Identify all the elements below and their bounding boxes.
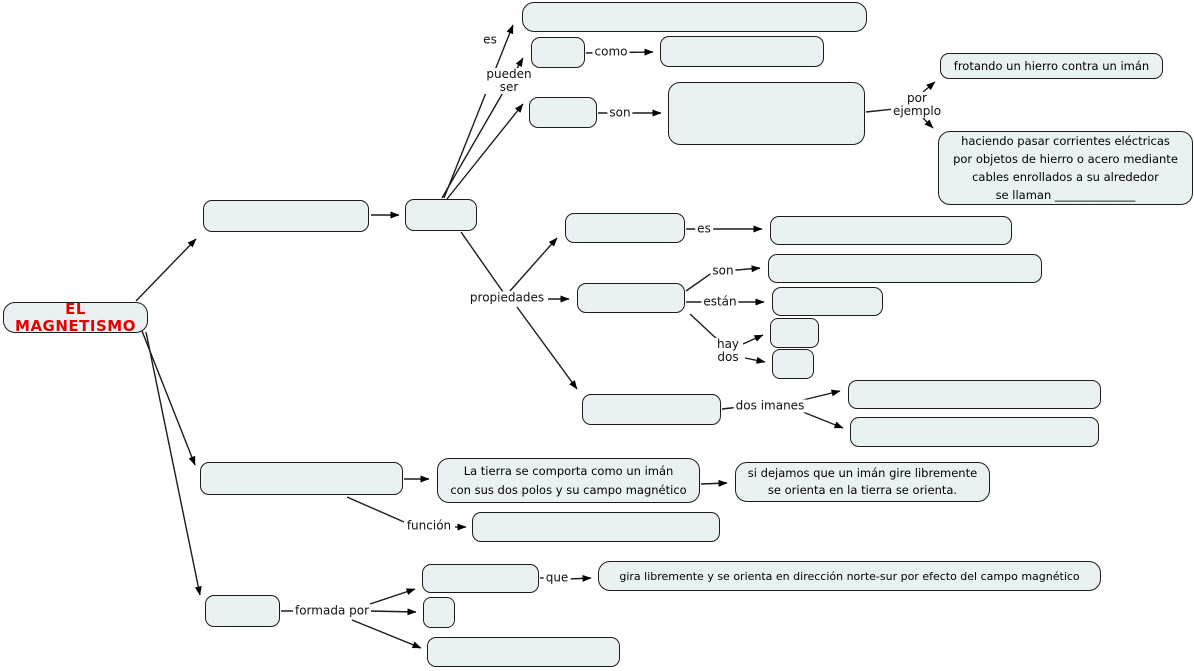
link-label-dos-imanes: dos imanes [733,398,807,413]
link-label-funcion: función [404,518,454,533]
node-propiedad-2[interactable] [577,283,685,313]
node-propiedad-1-es-target[interactable] [770,216,1012,245]
node-ejemplo-corrientes[interactable]: haciendo pasar corrientes eléctricas por… [938,131,1193,205]
node-dos-imanes-target-1[interactable] [848,380,1101,409]
link-label-estan: están [701,294,739,309]
link-label-que: que [543,570,571,585]
link-label-son-top: son [607,105,633,120]
node-propiedad-3[interactable] [582,394,721,425]
node-como-source[interactable] [531,37,585,68]
node-son-target[interactable] [668,82,865,145]
node-ejemplo-frotando[interactable]: frotando un hierro contra un imán [940,53,1163,79]
node-propiedad-2-son-target[interactable] [768,254,1042,283]
link-label-es-prop: es [695,221,713,236]
node-tierra-source[interactable] [200,462,403,495]
node-hay-dos-2[interactable] [772,349,814,379]
node-formada-por-3[interactable] [427,637,620,667]
link-label-como: como [592,44,630,59]
node-branch1-junction[interactable] [405,199,477,231]
link-label-hay-dos: hay dos [714,337,742,364]
node-si-dejamos[interactable]: si dejamos que un imán gire libremente s… [735,462,990,502]
link-label-pueden-ser: pueden ser [484,67,534,94]
node-propiedad-1[interactable] [565,213,685,243]
node-branch1-box[interactable] [203,200,369,232]
node-son-source[interactable] [529,97,597,128]
node-propiedad-2-estan-target[interactable] [772,287,883,316]
link-label-es-top: es [481,32,499,47]
node-formada-por-2[interactable] [423,597,455,628]
node-gira-libremente[interactable]: gira libremente y se orienta en direcció… [598,561,1101,591]
link-label-propiedades: propiedades [467,290,547,305]
node-hay-dos-1[interactable] [770,318,819,348]
link-label-son-prop: son [710,263,736,278]
node-es-definition[interactable] [522,2,867,32]
node-la-tierra[interactable]: La tierra se comporta como un imán con s… [437,458,700,503]
node-como-target[interactable] [660,36,824,67]
link-label-formada-por: formada por [292,603,372,618]
root-node-el-magnetismo[interactable]: EL MAGNETISMO [3,300,148,334]
node-funcion-target[interactable] [472,512,720,542]
node-formada-por-1[interactable] [422,564,539,593]
node-bottom-source[interactable] [205,595,280,627]
link-label-por-ejemplo: por ejemplo [890,91,944,118]
node-dos-imanes-target-2[interactable] [850,417,1099,447]
